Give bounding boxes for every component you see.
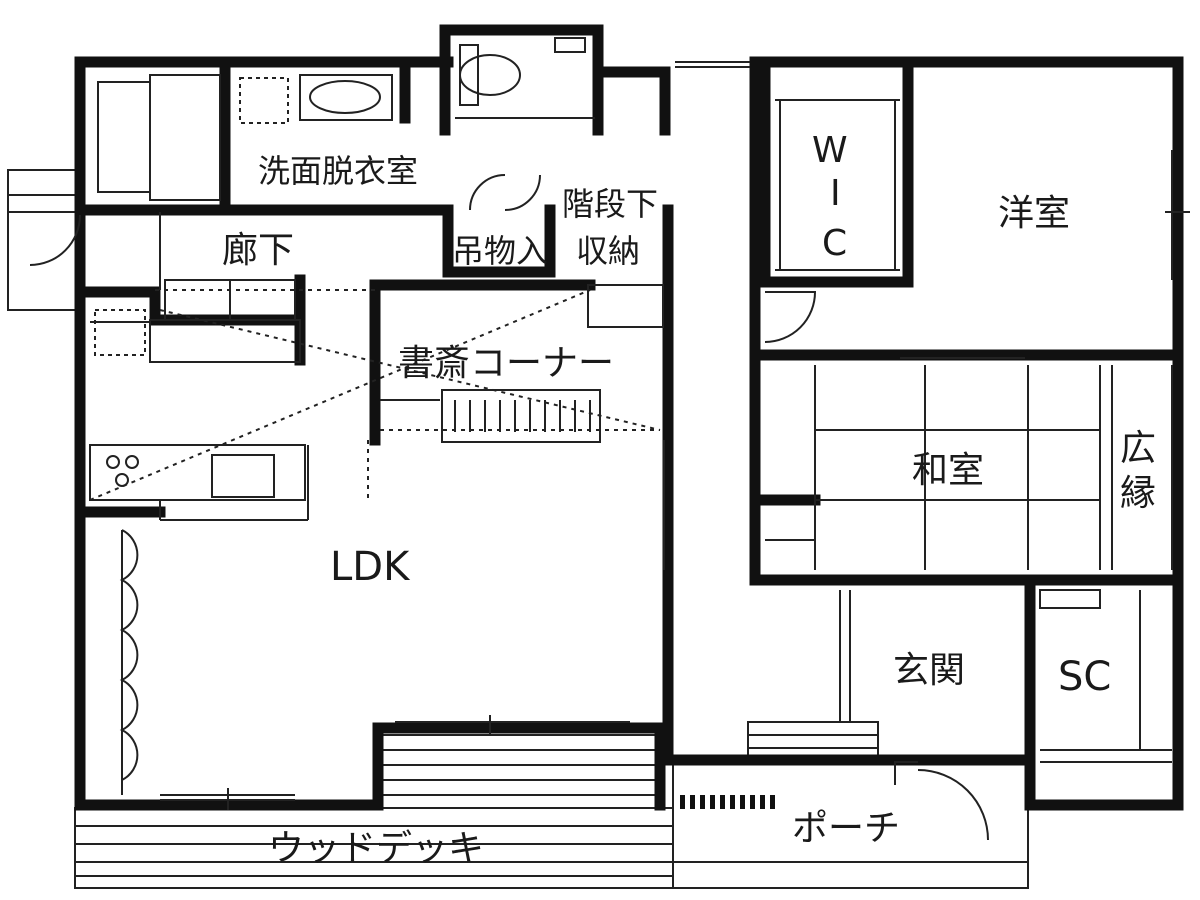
room-japanese: 和室 [912,450,984,491]
room-washroom: 洗面脱衣室 [258,152,418,190]
room-hallway: 廊下 [222,230,294,271]
walls [74,24,1184,811]
room-wic-line2: I [830,173,841,214]
bath-bumpout [7,169,77,311]
room-under-stairs-line1: 階段下 [562,185,658,223]
room-wic-line3: C [822,223,847,264]
room-entrance: 玄関 [893,650,965,691]
room-wood-deck: ウッドデッキ [268,828,484,869]
room-ldk: LDK [330,544,411,590]
room-hanging-storage: 吊物入 [452,232,548,270]
room-porch: ポーチ [792,808,900,849]
room-veranda-line1: 広 [1120,428,1156,469]
porch-tiles [680,795,775,809]
room-western: 洋室 [998,193,1070,234]
thin-lines [29,37,1190,841]
room-study-corner: 書斎コーナー [398,343,614,384]
room-veranda-line2: 縁 [1120,473,1156,514]
room-shoe-closet: SC [1058,654,1111,700]
room-wic-line1: W [812,130,848,171]
deck-step [379,734,661,809]
dashed-lines [89,289,661,501]
room-under-stairs-line2: 収納 [576,232,640,270]
porch-area [672,721,1029,889]
